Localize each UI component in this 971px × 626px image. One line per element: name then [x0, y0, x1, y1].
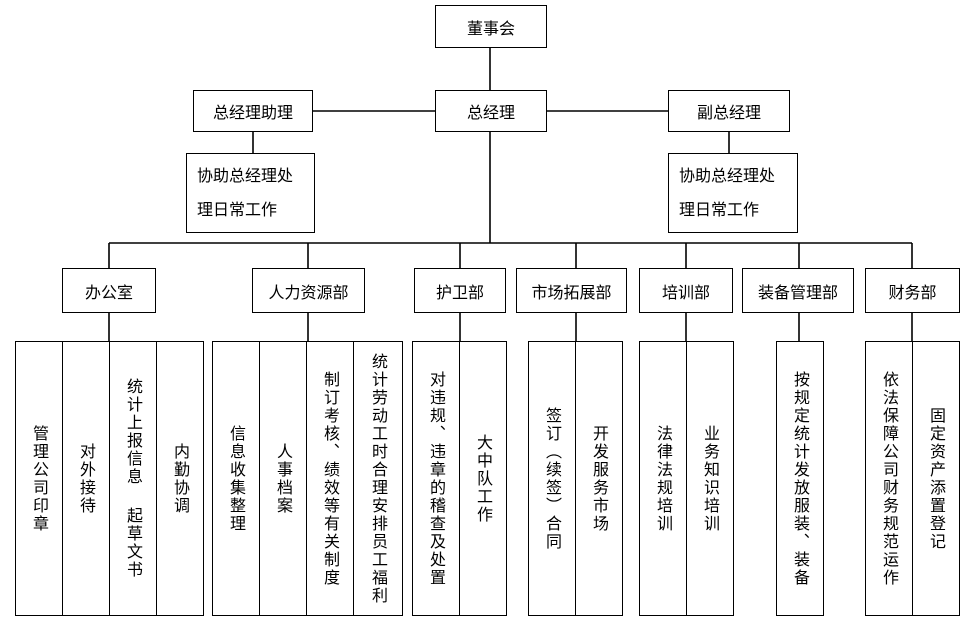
general-manager-label: 总经理 — [466, 103, 515, 122]
dept-equipment-label: 装备管理部 — [757, 282, 838, 302]
duty-cell: 按规定统计发放服装、装备 — [776, 341, 824, 616]
duty-text: 业务知识培训 — [701, 424, 720, 533]
duty-text: 大中队工作 — [474, 433, 493, 524]
duty-cell: 统计劳动工时合理安排员工福利 — [353, 341, 403, 616]
duty-cell: 信息收集整理 — [212, 341, 260, 616]
duty-cell: 大中队工作 — [459, 341, 507, 616]
duty-text: 对外接待 — [77, 442, 96, 515]
duty-cell: 制订考核、绩效等有关制度 — [306, 341, 354, 616]
duty-cell: 固定资产添置登记 — [912, 341, 960, 616]
gm-assistant-label: 总经理助理 — [212, 103, 293, 122]
dept-finance-label: 财务部 — [888, 282, 937, 302]
duty-cell: 法律法规培训 — [639, 341, 687, 616]
duty-text: 信息收集整理 — [227, 424, 246, 533]
assistant-duty-box: 协助总经理处 理日常工作 — [186, 153, 315, 233]
assistant-duty-line1: 协助总经理处 — [197, 166, 294, 185]
deputy-gm-label: 副总经理 — [696, 103, 761, 122]
dept-hr-label: 人力资源部 — [268, 282, 349, 302]
dept-guard: 护卫部 — [414, 268, 506, 313]
dept-training-label: 培训部 — [661, 282, 710, 302]
duty-text: 按规定统计发放服装、装备 — [791, 370, 810, 587]
duty-text: 人事档案 — [274, 442, 293, 515]
duty-text: 签订（续签）合同 — [543, 406, 562, 551]
dept-hr: 人力资源部 — [252, 268, 365, 313]
deputy-duty-line2: 理日常工作 — [679, 200, 760, 219]
duty-cell: 对外接待 — [62, 341, 110, 616]
duty-text: 对违规、违章的稽查及处置 — [427, 370, 446, 587]
duty-cell: 统计上报信息 起草文书 — [109, 341, 157, 616]
duty-cell: 依法保障公司财务规范运作 — [865, 341, 913, 616]
board-label: 董事会 — [466, 18, 515, 38]
duty-text: 开发服务市场 — [590, 424, 609, 533]
duty-text: 法律法规培训 — [654, 424, 673, 533]
duty-cell: 开发服务市场 — [575, 341, 623, 616]
assistant-duty-line2: 理日常工作 — [197, 200, 278, 219]
dept-equipment: 装备管理部 — [742, 268, 854, 313]
duty-text: 固定资产添置登记 — [927, 406, 946, 551]
deputy-gm-box: 副总经理 — [668, 90, 790, 132]
dept-training: 培训部 — [639, 268, 733, 313]
dept-office-label: 办公室 — [84, 282, 133, 302]
dept-finance: 财务部 — [865, 268, 960, 313]
duty-text: 内勤协调 — [171, 442, 190, 515]
duty-text: 依法保障公司财务规范运作 — [880, 370, 899, 587]
board-box: 董事会 — [435, 5, 547, 48]
duty-cell: 对违规、违章的稽查及处置 — [412, 341, 460, 616]
duty-cell: 管理公司印章 — [15, 341, 63, 616]
dept-market-label: 市场拓展部 — [531, 282, 612, 302]
general-manager-box: 总经理 — [435, 90, 547, 132]
duty-cell: 业务知识培训 — [686, 341, 734, 616]
duty-cell: 人事档案 — [259, 341, 307, 616]
duty-text: 制订考核、绩效等有关制度 — [321, 370, 340, 587]
gm-assistant-box: 总经理助理 — [193, 90, 313, 132]
duty-text: 统计上报信息 起草文书 — [124, 378, 143, 579]
duty-cell: 签订（续签）合同 — [528, 341, 576, 616]
duty-text: 统计劳动工时合理安排员工福利 — [369, 352, 388, 605]
deputy-duty-box: 协助总经理处 理日常工作 — [668, 153, 798, 233]
deputy-duty-line1: 协助总经理处 — [679, 166, 776, 185]
dept-market: 市场拓展部 — [516, 268, 627, 313]
duty-text: 管理公司印章 — [30, 424, 49, 533]
duty-cell: 内勤协调 — [156, 341, 204, 616]
dept-office: 办公室 — [62, 268, 156, 313]
dept-guard-label: 护卫部 — [435, 282, 484, 302]
